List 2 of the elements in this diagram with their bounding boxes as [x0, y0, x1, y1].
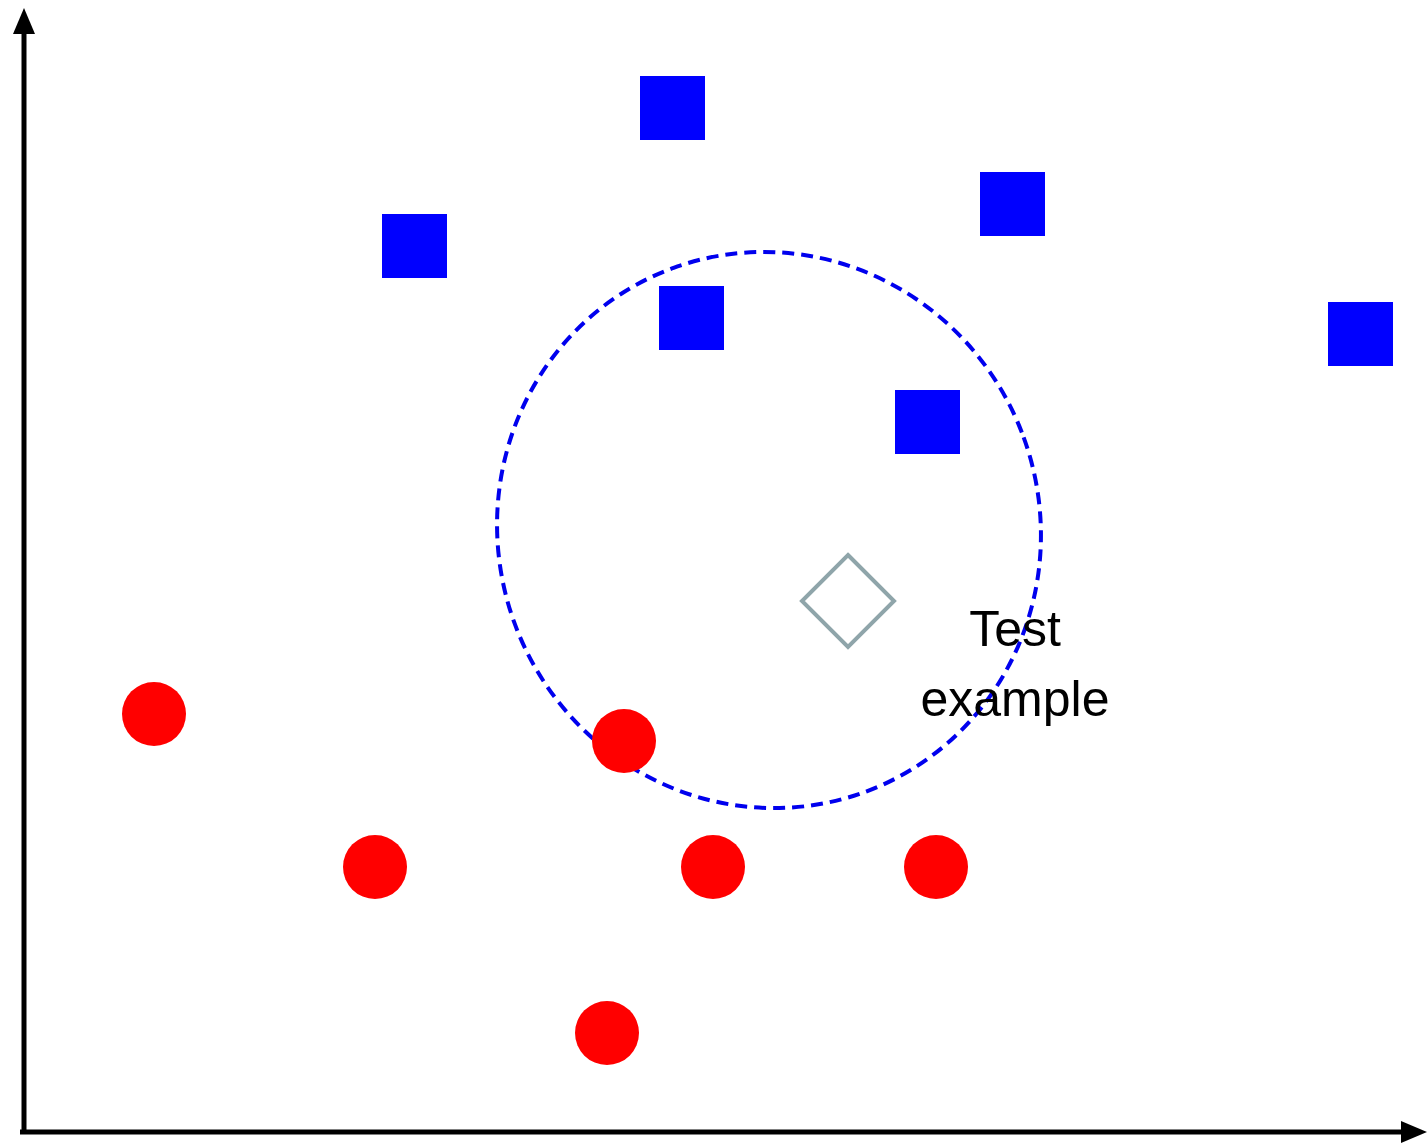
diamond-marker: [799, 552, 897, 650]
point-label: Test example: [919, 600, 1111, 729]
